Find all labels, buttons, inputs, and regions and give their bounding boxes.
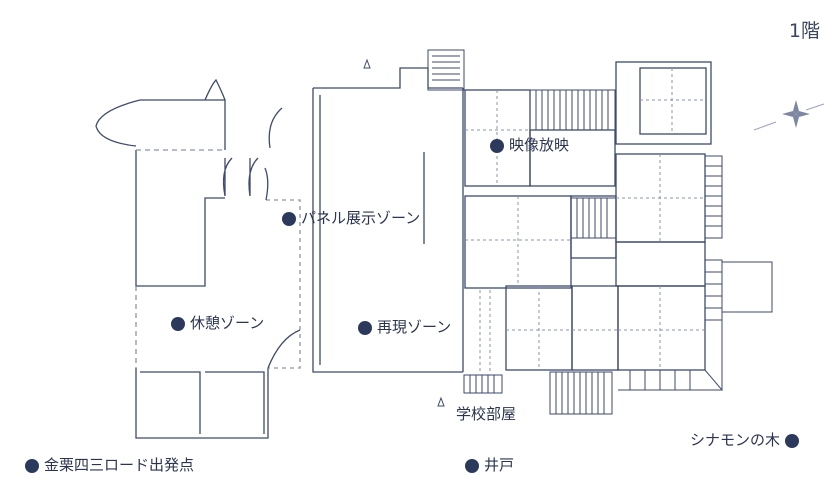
tatami-rooms	[464, 61, 712, 371]
label-well-text: 井戸	[484, 456, 515, 474]
marker-dot-icon	[282, 211, 296, 226]
label-school-text: 学校部屋	[456, 405, 517, 423]
label-start-point: 金栗四三ロード出発点	[25, 458, 194, 473]
marker-dot-icon	[490, 138, 504, 153]
floor-label: 1階	[788, 20, 820, 42]
label-rest-text: 休憩ゾーン	[190, 314, 265, 332]
marker-dot-icon	[465, 458, 479, 473]
label-reproduction-text: 再現ゾーン	[377, 318, 452, 336]
marker-dot-icon	[171, 316, 185, 331]
door-arcs	[95, 78, 301, 369]
label-school-room: 学校部屋	[456, 407, 516, 422]
label-cinnamon-text: シナモンの木	[690, 431, 781, 449]
triangle-marker-icon-2	[363, 58, 371, 69]
marker-dot-icon	[785, 433, 800, 448]
marker-dot-icon	[25, 458, 39, 473]
label-panel-exhibit: パネル展示ゾーン	[282, 211, 420, 226]
label-rest-zone: 休憩ゾーン	[171, 316, 264, 331]
triangle-marker-icon	[437, 396, 445, 407]
label-reproduction-zone: 再現ゾーン	[358, 320, 451, 335]
central-hall-walls	[312, 67, 464, 373]
rest-zone-walls	[135, 99, 301, 439]
label-cinnamon-tree: シナモンの木	[690, 431, 800, 449]
label-well: 井戸	[465, 458, 514, 473]
label-panel-text: パネル展示ゾーン	[301, 209, 421, 227]
label-video-text: 映像放映	[509, 136, 570, 154]
compass-icon	[753, 100, 825, 131]
marker-dot-icon	[358, 320, 372, 335]
label-start-text: 金栗四三ロード出発点	[44, 456, 195, 474]
stairs	[427, 49, 773, 415]
label-video: 映像放映	[490, 138, 569, 153]
